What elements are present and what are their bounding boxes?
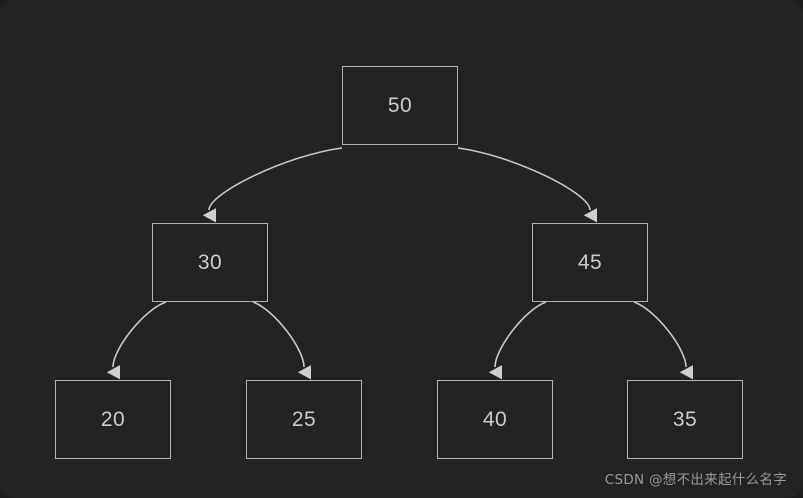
tree-node-label: 35: [672, 408, 698, 431]
tree-node-label: 40: [482, 408, 508, 431]
tree-node-25[interactable]: 25: [246, 380, 362, 459]
tree-edge-n45-to-n35: [633, 301, 694, 380]
tree-edge-n50-to-n45: [457, 147, 598, 223]
tree-node-35[interactable]: 35: [627, 380, 743, 459]
tree-edge-n30-to-n25: [252, 301, 312, 380]
tree-node-20[interactable]: 20: [55, 380, 171, 459]
tree-node-label: 20: [100, 408, 126, 431]
tree-node-label: 25: [291, 408, 317, 431]
tree-node-50[interactable]: 50: [342, 66, 458, 145]
watermark-text: CSDN @想不出来起什么名字: [604, 472, 787, 488]
tree-node-45[interactable]: 45: [532, 223, 648, 302]
tree-node-label: 45: [577, 251, 603, 274]
tree-node-label: 50: [387, 94, 413, 117]
tree-edge-n30-to-n20: [106, 301, 167, 380]
tree-edge-n50-to-n30: [202, 147, 343, 223]
tree-edge-n45-to-n40: [488, 301, 547, 380]
tree-node-40[interactable]: 40: [437, 380, 553, 459]
tree-node-label: 30: [197, 251, 223, 274]
edges-group: [106, 147, 694, 380]
tree-node-30[interactable]: 30: [152, 223, 268, 302]
